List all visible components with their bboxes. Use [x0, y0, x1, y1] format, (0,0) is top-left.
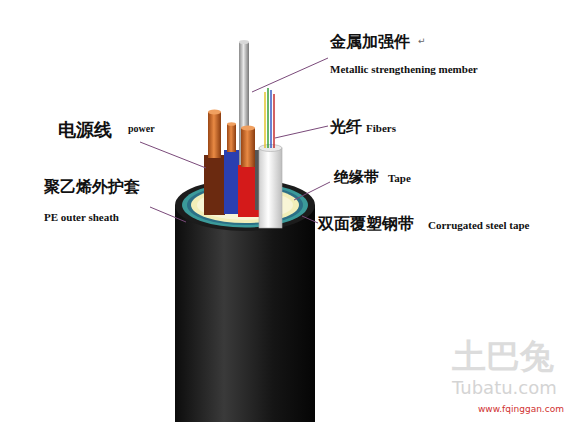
copper-tip	[208, 110, 221, 115]
copper-core	[227, 124, 236, 152]
leader-line	[252, 58, 328, 92]
copper-core	[241, 128, 255, 167]
optical-fiber	[273, 94, 274, 148]
part-name: 聚乙烯外护套	[44, 178, 140, 196]
strength-member-top	[239, 40, 249, 44]
part-name: Tape	[388, 172, 411, 184]
part-name: PE outer sheath	[44, 211, 119, 223]
optical-fiber	[264, 92, 265, 148]
leader-line	[150, 207, 186, 222]
part-name: 双面覆塑钢带	[318, 215, 414, 233]
leader-line	[275, 126, 328, 138]
cable-sheath	[175, 205, 315, 422]
watermark: www.fqinggan.com	[478, 405, 564, 415]
copper-tip	[227, 122, 236, 126]
copper-tip	[241, 126, 255, 131]
part-name: 光纤	[330, 118, 362, 136]
part-name: 金属加强件	[330, 33, 410, 51]
optical-fiber	[267, 88, 268, 148]
blue-insulation	[224, 150, 239, 214]
part-name: 电源线	[58, 120, 112, 140]
leader-lines	[140, 58, 330, 223]
fiber-tube	[259, 148, 282, 228]
part-name: Metallic strengthening member	[330, 63, 478, 75]
optical-fiber	[270, 90, 271, 148]
brown-insulation	[204, 155, 225, 215]
part-name: Fibers	[366, 122, 396, 134]
part-name: Corrugated steel tape	[428, 219, 529, 231]
copper-core	[208, 112, 221, 158]
leader-line	[302, 216, 318, 223]
leader-line	[140, 142, 206, 168]
watermark: 土巴兔	[452, 338, 554, 375]
leader-line	[294, 182, 330, 200]
part-name: 绝缘带	[334, 169, 379, 186]
watermark: Tubatu.com	[452, 378, 557, 398]
return-mark: ↵	[418, 37, 426, 47]
part-name: power	[128, 123, 155, 134]
